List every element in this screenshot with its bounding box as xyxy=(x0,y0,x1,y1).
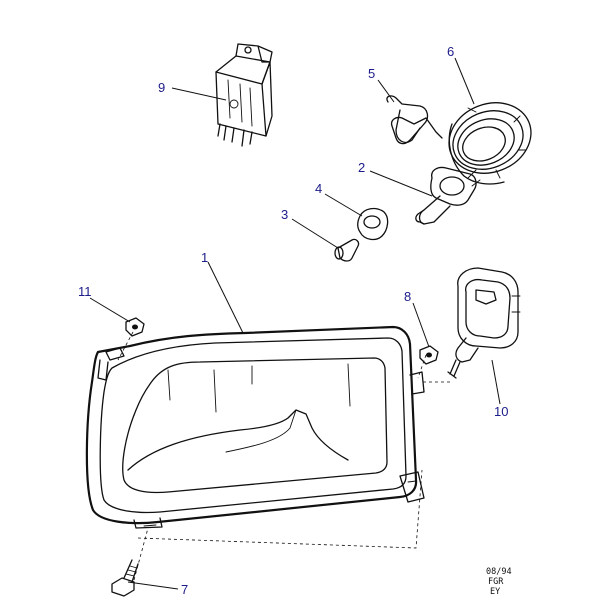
nut-left-body xyxy=(125,317,145,337)
guide-line-nut-11 xyxy=(117,331,134,361)
nut-right-hole xyxy=(426,352,432,358)
leader-8 xyxy=(412,302,430,348)
bulb-pins xyxy=(467,169,481,187)
assembly-guide-lines xyxy=(117,331,450,581)
actuator-shaft xyxy=(455,337,479,363)
callout-6: 6 xyxy=(447,44,454,59)
lower-tab-slot xyxy=(143,524,157,527)
stamp-date: 08/94 xyxy=(486,567,512,577)
headlamp-inner-frame xyxy=(99,337,407,514)
boot-ring-2 xyxy=(457,118,515,166)
leader-2 xyxy=(369,170,433,197)
leader-9 xyxy=(171,87,227,101)
callout-10: 10 xyxy=(494,404,508,419)
screw-head xyxy=(111,577,135,597)
nut-right-body xyxy=(419,345,439,365)
boot-body xyxy=(448,123,505,185)
bulb-cover-boot xyxy=(448,102,532,185)
lens-facet-lines xyxy=(167,363,351,413)
spring-clip-wire xyxy=(386,95,443,145)
lower-mounting-tab xyxy=(133,517,163,529)
callout-3: 3 xyxy=(281,207,288,222)
nut-left-hole xyxy=(132,324,138,330)
sidelamp-bulb xyxy=(334,238,360,262)
spring-clip-loop xyxy=(395,109,421,144)
bulb-flange xyxy=(430,166,477,206)
sidelamp-bulb-body xyxy=(337,238,360,262)
levelling-actuator xyxy=(447,267,521,379)
relay-rivet xyxy=(229,99,239,109)
actuator-housing xyxy=(457,267,519,349)
left-upper-bracket-tab xyxy=(105,347,125,361)
leader-6 xyxy=(454,57,475,105)
nut-right xyxy=(419,345,439,365)
actuator-face xyxy=(465,278,511,339)
leader-5 xyxy=(377,79,395,103)
screw-threads xyxy=(125,565,138,577)
retaining-spring-clip xyxy=(386,95,443,145)
relay-mount-tab xyxy=(235,43,273,63)
boot-ring-3 xyxy=(462,126,506,162)
bulb-holder-ring xyxy=(363,215,381,229)
leader-3 xyxy=(291,218,339,249)
callout-11: 11 xyxy=(78,284,92,299)
leader-11 xyxy=(89,297,131,323)
callout-9: 9 xyxy=(158,80,165,95)
headlamp-reflector-inner xyxy=(225,409,297,453)
headlamp-lens-window xyxy=(122,357,388,494)
boot-ribs xyxy=(467,107,527,179)
bulb-holder-body xyxy=(357,207,389,241)
stamp-code: FGR xyxy=(488,577,504,587)
main-bulb xyxy=(415,166,481,225)
actuator-ribs xyxy=(511,295,521,313)
headlamp-housing-outline xyxy=(85,325,418,525)
bulb-flange-ring xyxy=(439,176,465,196)
callout-2: 2 xyxy=(358,160,365,175)
headlamp-unit xyxy=(85,325,425,529)
stamp-region: EY xyxy=(490,587,500,597)
guide-line-nut-8 xyxy=(417,354,427,379)
callout-labels: 1 2 3 4 5 6 7 8 9 10 11 xyxy=(78,44,508,597)
leader-10 xyxy=(491,359,501,405)
actuator-connector-plug xyxy=(475,289,497,305)
relay-module xyxy=(215,43,273,147)
relay-terminals xyxy=(217,123,253,147)
headlamp-reflector-contour xyxy=(127,409,349,471)
sidelamp-bulb-cap xyxy=(334,246,344,260)
callout-8: 8 xyxy=(404,289,411,304)
bulb-tip xyxy=(415,209,425,225)
callout-7: 7 xyxy=(181,582,188,597)
lower-right-bracket-hole xyxy=(407,480,417,483)
callout-1: 1 xyxy=(201,250,208,265)
reference-stamp: 08/94 FGR EY xyxy=(486,567,512,597)
bulb-holder xyxy=(357,207,389,241)
callout-4: 4 xyxy=(315,181,322,196)
callout-5: 5 xyxy=(368,66,375,81)
boot-ring-1 xyxy=(452,110,524,170)
leader-4 xyxy=(324,193,363,217)
relay-ribs xyxy=(227,79,253,127)
relay-side-face xyxy=(261,61,273,137)
screw-shank xyxy=(123,559,139,583)
lower-right-bracket xyxy=(399,471,425,503)
mounting-screw xyxy=(111,559,139,597)
leader-lines xyxy=(89,57,501,590)
guide-line-lower-bracket xyxy=(137,469,423,549)
leader-7 xyxy=(127,581,179,590)
nut-left xyxy=(125,317,145,337)
left-upper-bracket xyxy=(97,359,109,381)
guide-line-screw-7 xyxy=(133,527,149,581)
leader-1 xyxy=(207,261,244,334)
actuator-pin xyxy=(447,359,461,379)
relay-mount-hole xyxy=(244,46,252,54)
